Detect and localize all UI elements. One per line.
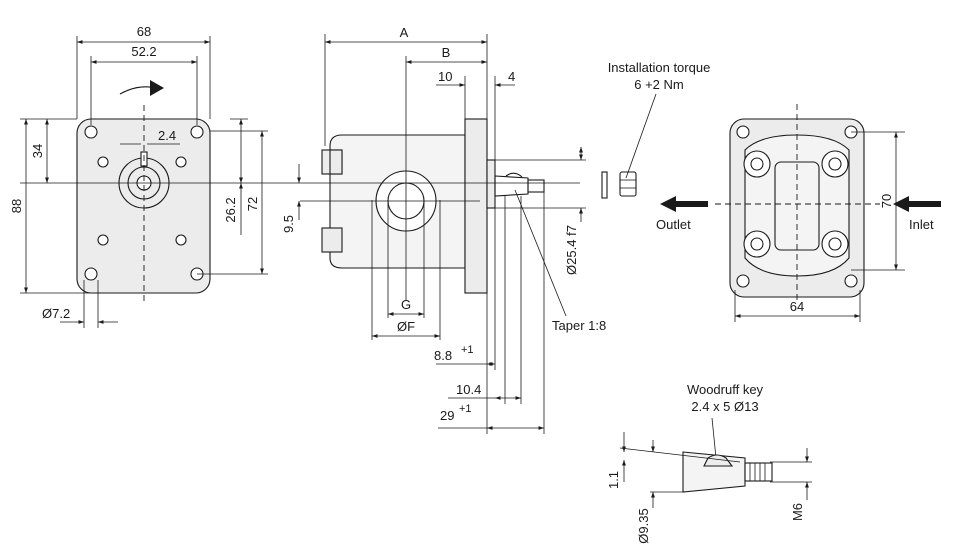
bolt-4 xyxy=(175,234,187,246)
dim-64: 64 xyxy=(790,299,804,314)
mount-hole-bl xyxy=(84,267,98,281)
outlet-arrow-icon xyxy=(660,196,708,212)
flange-plate xyxy=(76,118,211,294)
dim-4: 4 xyxy=(508,69,515,84)
dim-1-1: 1.1 xyxy=(606,471,621,489)
mount-flange xyxy=(464,118,488,294)
bolt-1 xyxy=(97,156,109,168)
taper-leader xyxy=(514,189,567,317)
dim-70: 70 xyxy=(879,194,894,208)
port-boss-lower xyxy=(321,227,343,253)
woodruff-key-icon xyxy=(703,454,734,467)
torque-line-1: Installation torque xyxy=(608,60,711,75)
side-view: A B 10 4 9.5 Ø25.4 f7 G ØF Taper 1:8 xyxy=(281,25,606,434)
dim-34: 34 xyxy=(30,144,45,158)
torque-callout: Installation torque 6 +2 Nm xyxy=(601,60,711,199)
front-view: 68 52.2 2.4 88 34 Ø7.2 26.2 72 xyxy=(9,24,300,328)
rear-view: Outlet Inlet 70 64 xyxy=(656,104,941,322)
rear-port-tl xyxy=(743,150,771,178)
dim-2-4: 2.4 xyxy=(158,128,176,143)
dim-a: A xyxy=(400,25,409,40)
mount-hole-tr xyxy=(190,125,204,139)
torque-line-2: 6 +2 Nm xyxy=(634,77,684,92)
rotation-arrowhead-icon xyxy=(150,80,164,96)
rear-port-br xyxy=(821,230,849,258)
dim-8-8-tol: +1 xyxy=(461,344,474,356)
dim-26-2: 26.2 xyxy=(223,197,238,222)
rear-port-tr xyxy=(821,150,849,178)
dim-port-f: ØF xyxy=(397,319,415,334)
torque-leader xyxy=(625,93,657,179)
key-title-1: Woodruff key xyxy=(687,382,764,397)
dim-29-tol: +1 xyxy=(459,403,472,415)
outlet-label: Outlet xyxy=(656,217,691,232)
rear-port-bl xyxy=(743,230,771,258)
dim-b: B xyxy=(442,45,451,60)
key-part-icon xyxy=(601,171,608,199)
dim-88: 88 xyxy=(9,199,24,213)
dim-shaft-diameter: Ø25.4 f7 xyxy=(564,225,579,275)
shaft-taper xyxy=(494,175,529,197)
dim-m6: M6 xyxy=(790,503,805,521)
key-detail-leader xyxy=(711,417,717,459)
bolt-3 xyxy=(97,234,109,246)
dim-7-2: Ø7.2 xyxy=(42,306,70,321)
dim-68: 68 xyxy=(137,24,151,39)
taper-label: Taper 1:8 xyxy=(552,318,606,333)
dim-72: 72 xyxy=(245,197,260,211)
dim-9-35: Ø9.35 xyxy=(636,508,651,543)
dim-10-4: 10.4 xyxy=(456,382,481,397)
shaft-thread-detail xyxy=(744,462,773,482)
dim-29: 29 xyxy=(440,408,454,423)
bolt-2 xyxy=(175,156,187,168)
dim-8-8: 8.8 xyxy=(434,348,452,363)
key-title-2: 2.4 x 5 Ø13 xyxy=(691,399,758,414)
inlet-arrow-icon xyxy=(893,196,941,212)
shaft-thread xyxy=(527,179,545,193)
nut-part-icon xyxy=(619,171,637,197)
inlet-label: Inlet xyxy=(909,217,934,232)
rear-hole-tl xyxy=(736,125,750,139)
mount-hole-tl xyxy=(84,125,98,139)
rear-hole-bl xyxy=(736,274,750,288)
dim-port-g: G xyxy=(401,297,411,312)
rear-hole-br xyxy=(844,274,858,288)
dim-52-2: 52.2 xyxy=(131,44,156,59)
key-side xyxy=(505,172,523,178)
dim-10: 10 xyxy=(438,69,452,84)
dim-9-5: 9.5 xyxy=(281,215,296,233)
key-detail: Woodruff key 2.4 x 5 Ø13 1.1 Ø9.35 M6 xyxy=(606,382,812,544)
port-boss-left xyxy=(329,149,343,175)
shaft-boss-side xyxy=(486,159,496,209)
